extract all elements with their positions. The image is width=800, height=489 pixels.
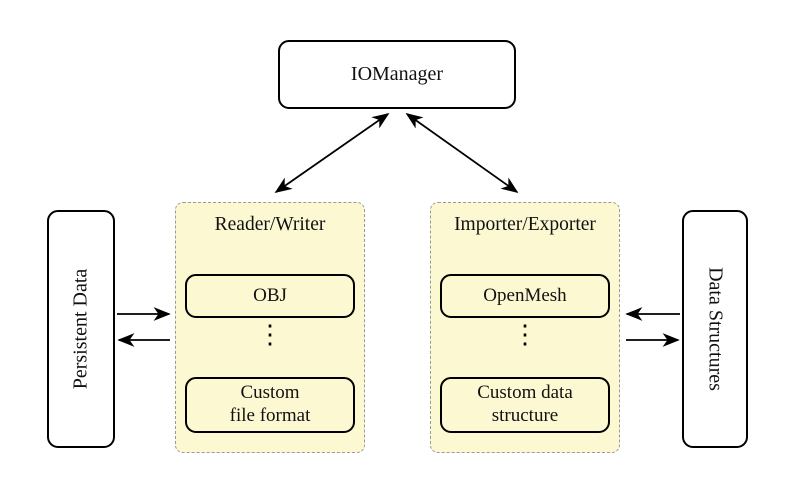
arrow-iomanager-readerwriter [274, 113, 390, 193]
item-obj: OBJ [185, 274, 355, 318]
persistent-data-label: Persistent Data [69, 268, 92, 390]
item-custom-data-structure: Custom data structure [440, 377, 610, 433]
group-reader-writer: Reader/Writer OBJ ⋮ Custom file format [175, 202, 365, 453]
vertical-ellipsis: ⋮ [257, 320, 283, 349]
reader-writer-title: Reader/Writer [214, 214, 326, 235]
io-manager-label: IOManager [350, 63, 444, 85]
group-importer-exporter: Importer/Exporter OpenMesh ⋮ Custom data… [430, 202, 620, 453]
arrow-iomanager-importerexporter [405, 113, 519, 193]
importer-exporter-title: Importer/Exporter [454, 214, 596, 235]
item-custom-file-format: Custom file format [185, 377, 355, 433]
node-io-manager: IOManager [278, 40, 516, 109]
vertical-ellipsis: ⋮ [512, 320, 538, 349]
data-structures-label: Data Structures [704, 267, 727, 391]
item-openmesh: OpenMesh [440, 274, 610, 318]
node-persistent-data: Persistent Data [47, 210, 115, 448]
node-data-structures: Data Structures [682, 210, 748, 448]
